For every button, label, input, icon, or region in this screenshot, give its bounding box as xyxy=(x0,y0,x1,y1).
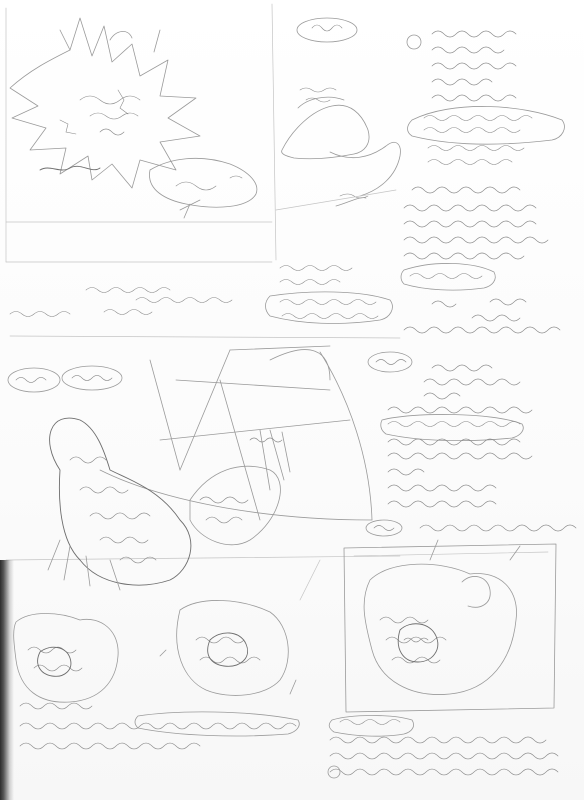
panel-top-middle xyxy=(275,17,401,211)
panel-middle xyxy=(5,335,401,601)
handwriting-middle-right xyxy=(367,351,533,508)
handwriting-bottom-left xyxy=(19,702,300,750)
handwriting-top-right xyxy=(406,30,565,165)
sketch-bottom-left xyxy=(13,600,297,703)
handwriting-bottom-right xyxy=(327,715,559,779)
panel-bottom-right xyxy=(343,519,577,713)
captions-row-1 xyxy=(9,265,393,324)
handwriting-mid-right xyxy=(335,186,561,334)
panel-top-left xyxy=(5,3,277,263)
scan-edge-shadow xyxy=(0,560,14,800)
creature-sketch-top-left xyxy=(9,17,258,219)
